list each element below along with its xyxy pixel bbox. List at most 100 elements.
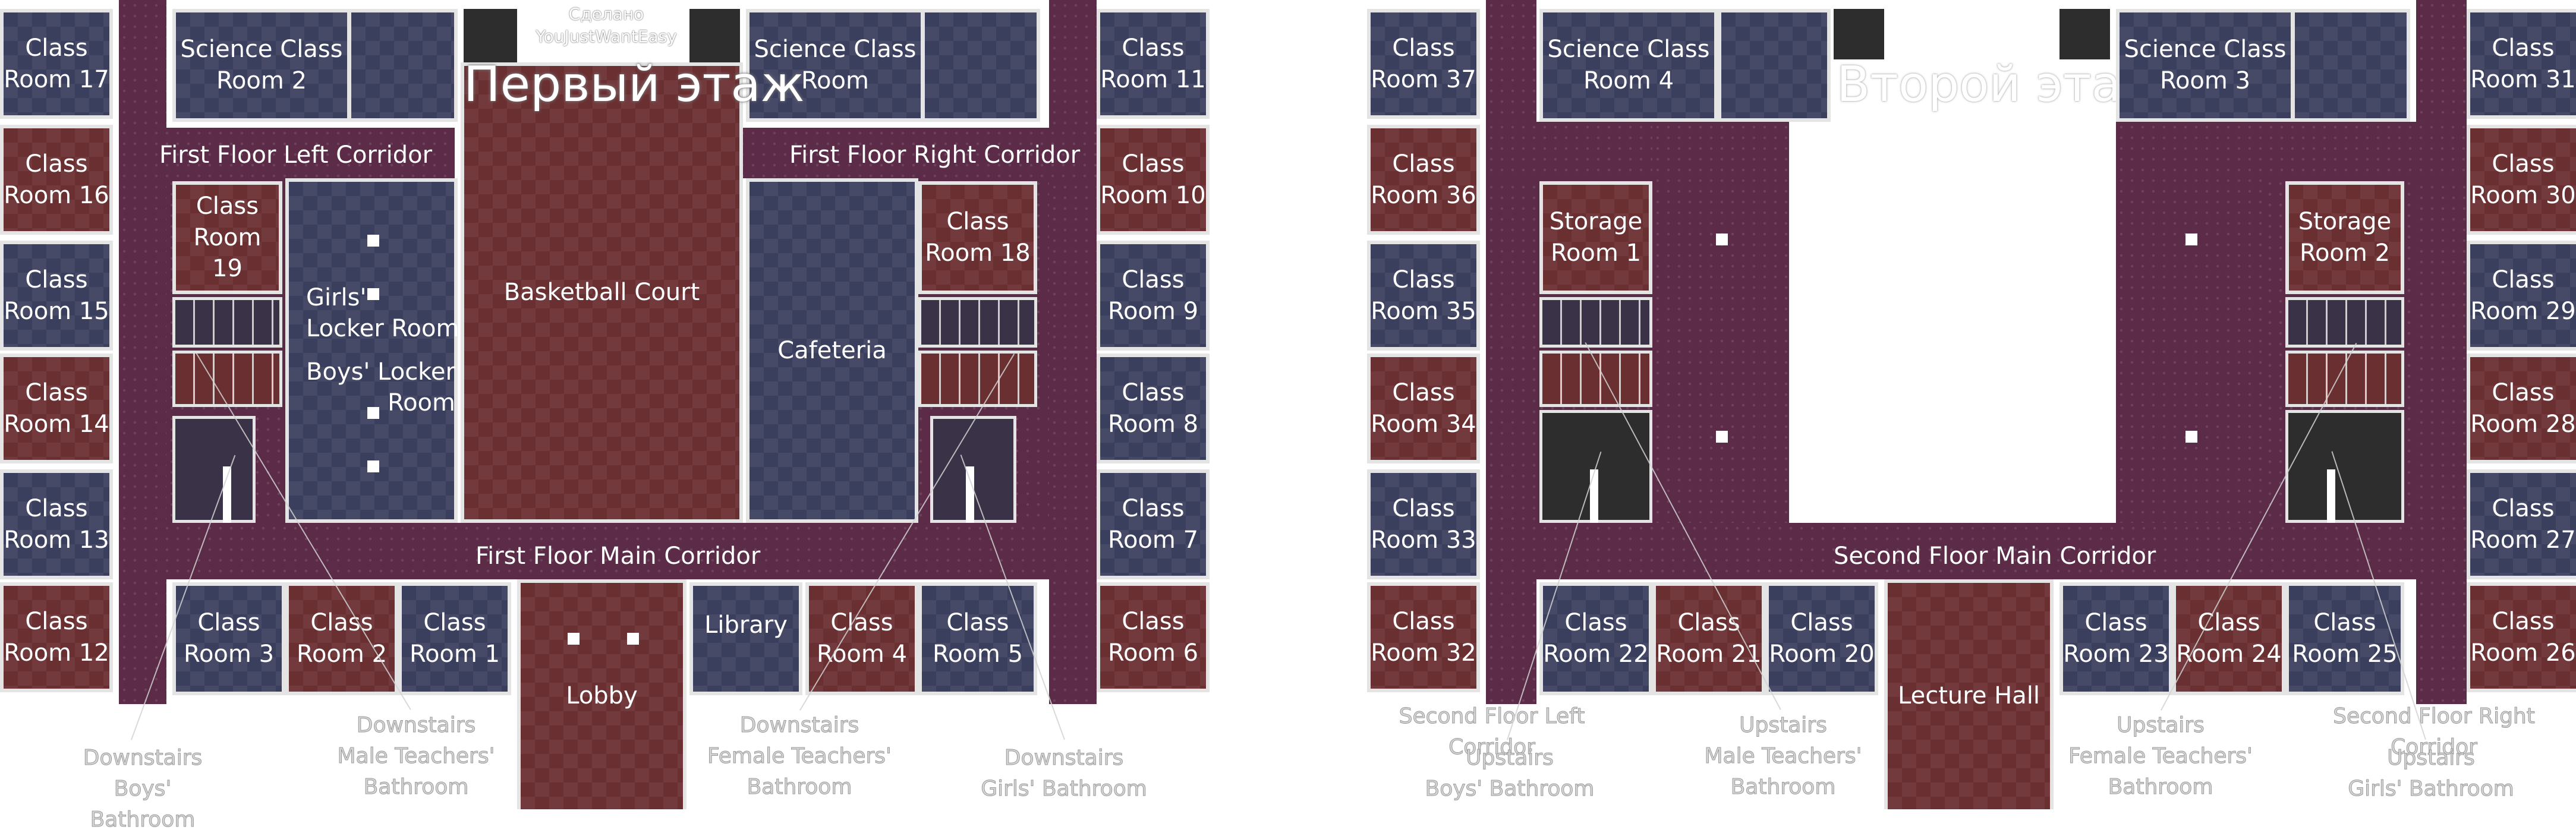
class-room-7[interactable]: Class Room 7 xyxy=(1097,469,1210,579)
class-room-36[interactable]: Class Room 36 xyxy=(1367,125,1480,235)
cafeteria[interactable]: Cafeteria xyxy=(746,178,918,523)
class-room-31[interactable]: Class Room 31 xyxy=(2467,9,2576,119)
basketball-court[interactable]: Basketball Court xyxy=(461,62,743,523)
class-room-28[interactable]: Class Room 28 xyxy=(2467,354,2576,463)
credit-text: Сделано YouJustWantEasy xyxy=(536,4,677,46)
class-room-21[interactable]: Class Room 21 xyxy=(1652,582,1765,695)
class-room-32[interactable]: Class Room 32 xyxy=(1367,582,1480,692)
upstairs-female-teachers-label: Upstairs Female Teachers' Bathroom xyxy=(2068,713,2253,800)
girls-locker-room[interactable]: Girls' Locker Room xyxy=(306,284,459,342)
locker-marker xyxy=(367,288,379,300)
locker-marker xyxy=(367,235,379,247)
class-room-15[interactable]: Class Room 15 xyxy=(0,241,113,351)
left-atrium-hall xyxy=(1652,122,1789,523)
open-atrium xyxy=(1789,0,2116,523)
upstairs-male-teachers-label: Upstairs Male Teachers' Bathroom xyxy=(1704,713,1862,800)
left-corridor-label: First Floor Left Corridor xyxy=(159,141,433,169)
class-room-33[interactable]: Class Room 33 xyxy=(1367,469,1480,579)
class-room-6[interactable]: Class Room 6 xyxy=(1097,582,1210,692)
lobby-marker xyxy=(568,633,580,645)
atrium-pillar xyxy=(1716,431,1728,443)
class-room-10[interactable]: Class Room 10 xyxy=(1097,125,1210,235)
class-room-26[interactable]: Class Room 26 xyxy=(2467,582,2576,692)
class-room-3[interactable]: Class Room 3 xyxy=(172,582,285,695)
class-room-2[interactable]: Class Room 2 xyxy=(285,582,398,695)
second-floor-right-corridor-label: Second Floor Right Corridor xyxy=(2333,703,2536,760)
locker-marker xyxy=(367,460,379,472)
main-corridor-label: First Floor Main Corridor xyxy=(475,542,761,570)
atrium-pillar xyxy=(2185,234,2197,245)
left-stairs-lower[interactable] xyxy=(1539,351,1652,407)
right-stairs-lower[interactable] xyxy=(918,351,1037,407)
class-room-14[interactable]: Class Room 14 xyxy=(0,354,113,463)
downstairs-boys-bathroom-label: Downstairs Boys' Bathroom xyxy=(83,746,203,832)
class-room-8[interactable]: Class Room 8 xyxy=(1097,354,1210,463)
floor-title: Второй этаж xyxy=(1837,56,2165,113)
left-outer-hallway xyxy=(1486,0,1536,704)
lobby[interactable]: Lobby xyxy=(517,579,686,809)
class-room-29[interactable]: Class Room 29 xyxy=(2467,241,2576,351)
left-bathroom[interactable] xyxy=(172,416,256,523)
lecture-hall[interactable]: Lecture Hall xyxy=(1884,579,2054,809)
atrium-pillar xyxy=(1716,234,1728,245)
second-floor-left-corridor-label: Second Floor Left Corridor xyxy=(1399,703,1585,760)
right-bathroom[interactable] xyxy=(2285,410,2404,523)
right-stairs-upper[interactable] xyxy=(2285,297,2404,348)
class-room-23[interactable]: Class Room 23 xyxy=(2059,582,2172,695)
class-room-9[interactable]: Class Room 9 xyxy=(1097,241,1210,351)
class-room-37[interactable]: Class Room 37 xyxy=(1367,9,1480,119)
class-room-4[interactable]: Class Room 4 xyxy=(805,582,918,695)
top-left-storage xyxy=(1718,9,1831,122)
boys-locker-room[interactable]: Boys' Locker Room xyxy=(306,358,455,417)
class-room-30[interactable]: Class Room 30 xyxy=(2467,125,2576,235)
right-outer-hallway xyxy=(1049,0,1097,704)
right-atrium-hall xyxy=(2116,122,2265,523)
storage-room-1[interactable]: Storage Room 1 xyxy=(1539,181,1652,294)
top-right-storage xyxy=(2291,9,2410,122)
class-room-1[interactable]: Class Room 1 xyxy=(398,582,511,695)
class-room-24[interactable]: Class Room 24 xyxy=(2172,582,2285,695)
science-class-room-3[interactable]: Science Class Room 3 xyxy=(2116,9,2294,122)
science-class-room-2[interactable]: Science Class Room 2 xyxy=(172,9,351,122)
library[interactable]: Library xyxy=(689,582,802,695)
locker-marker xyxy=(367,407,379,419)
upstairs-girls-bathroom-label: Upstairs Girls' Bathroom xyxy=(2348,745,2515,802)
left-stairs-upper[interactable] xyxy=(1539,297,1652,348)
class-room-34[interactable]: Class Room 34 xyxy=(1367,354,1480,463)
class-room-16[interactable]: Class Room 16 xyxy=(0,125,113,235)
second-floor-map: Второй этаж Second Floor Main Corridor C… xyxy=(1367,0,2576,809)
science-class-room[interactable]: Science Class Room xyxy=(746,9,924,122)
main-corridor-label: Second Floor Main Corridor xyxy=(1834,542,2156,570)
top-right-pillar xyxy=(689,9,740,65)
right-stairs-lower[interactable] xyxy=(2285,351,2404,407)
top-left-storage xyxy=(348,9,458,122)
class-room-20[interactable]: Class Room 20 xyxy=(1765,582,1878,695)
class-room-11[interactable]: Class Room 11 xyxy=(1097,9,1210,119)
class-room-17[interactable]: Class Room 17 xyxy=(0,9,113,119)
class-room-25[interactable]: Class Room 25 xyxy=(2285,582,2404,695)
lobby-marker xyxy=(627,633,639,645)
top-right-storage xyxy=(921,9,1040,122)
class-room-18[interactable]: Class Room 18 xyxy=(918,181,1037,294)
left-corridor xyxy=(119,128,455,178)
downstairs-male-teachers-label: Downstairs Male Teachers' Bathroom xyxy=(337,713,495,800)
class-room-35[interactable]: Class Room 35 xyxy=(1367,241,1480,351)
left-outer-hallway xyxy=(119,0,166,704)
right-stairs-upper[interactable] xyxy=(918,297,1037,348)
class-room-5[interactable]: Class Room 5 xyxy=(918,582,1037,695)
science-class-room-4[interactable]: Science Class Room 4 xyxy=(1539,9,1718,122)
main-corridor xyxy=(119,523,1097,579)
class-room-12[interactable]: Class Room 12 xyxy=(0,582,113,692)
storage-room-2[interactable]: Storage Room 2 xyxy=(2285,181,2404,294)
left-stairs-upper[interactable] xyxy=(172,297,282,348)
class-room-22[interactable]: Class Room 22 xyxy=(1539,582,1652,695)
class-room-19[interactable]: Class Room 19 xyxy=(172,181,282,294)
upstairs-boys-bathroom-label: Upstairs Boys' Bathroom xyxy=(1425,745,1595,802)
top-left-pillar xyxy=(1834,9,1884,59)
downstairs-girls-bathroom-label: Downstairs Girls' Bathroom xyxy=(981,745,1148,802)
downstairs-female-teachers-label: Downstairs Female Teachers' Bathroom xyxy=(707,713,892,800)
left-stairs-lower[interactable] xyxy=(172,351,282,407)
class-room-27[interactable]: Class Room 27 xyxy=(2467,469,2576,579)
class-room-13[interactable]: Class Room 13 xyxy=(0,469,113,579)
first-floor-map: First Floor Left Corridor First Floor Ri… xyxy=(0,0,1215,832)
